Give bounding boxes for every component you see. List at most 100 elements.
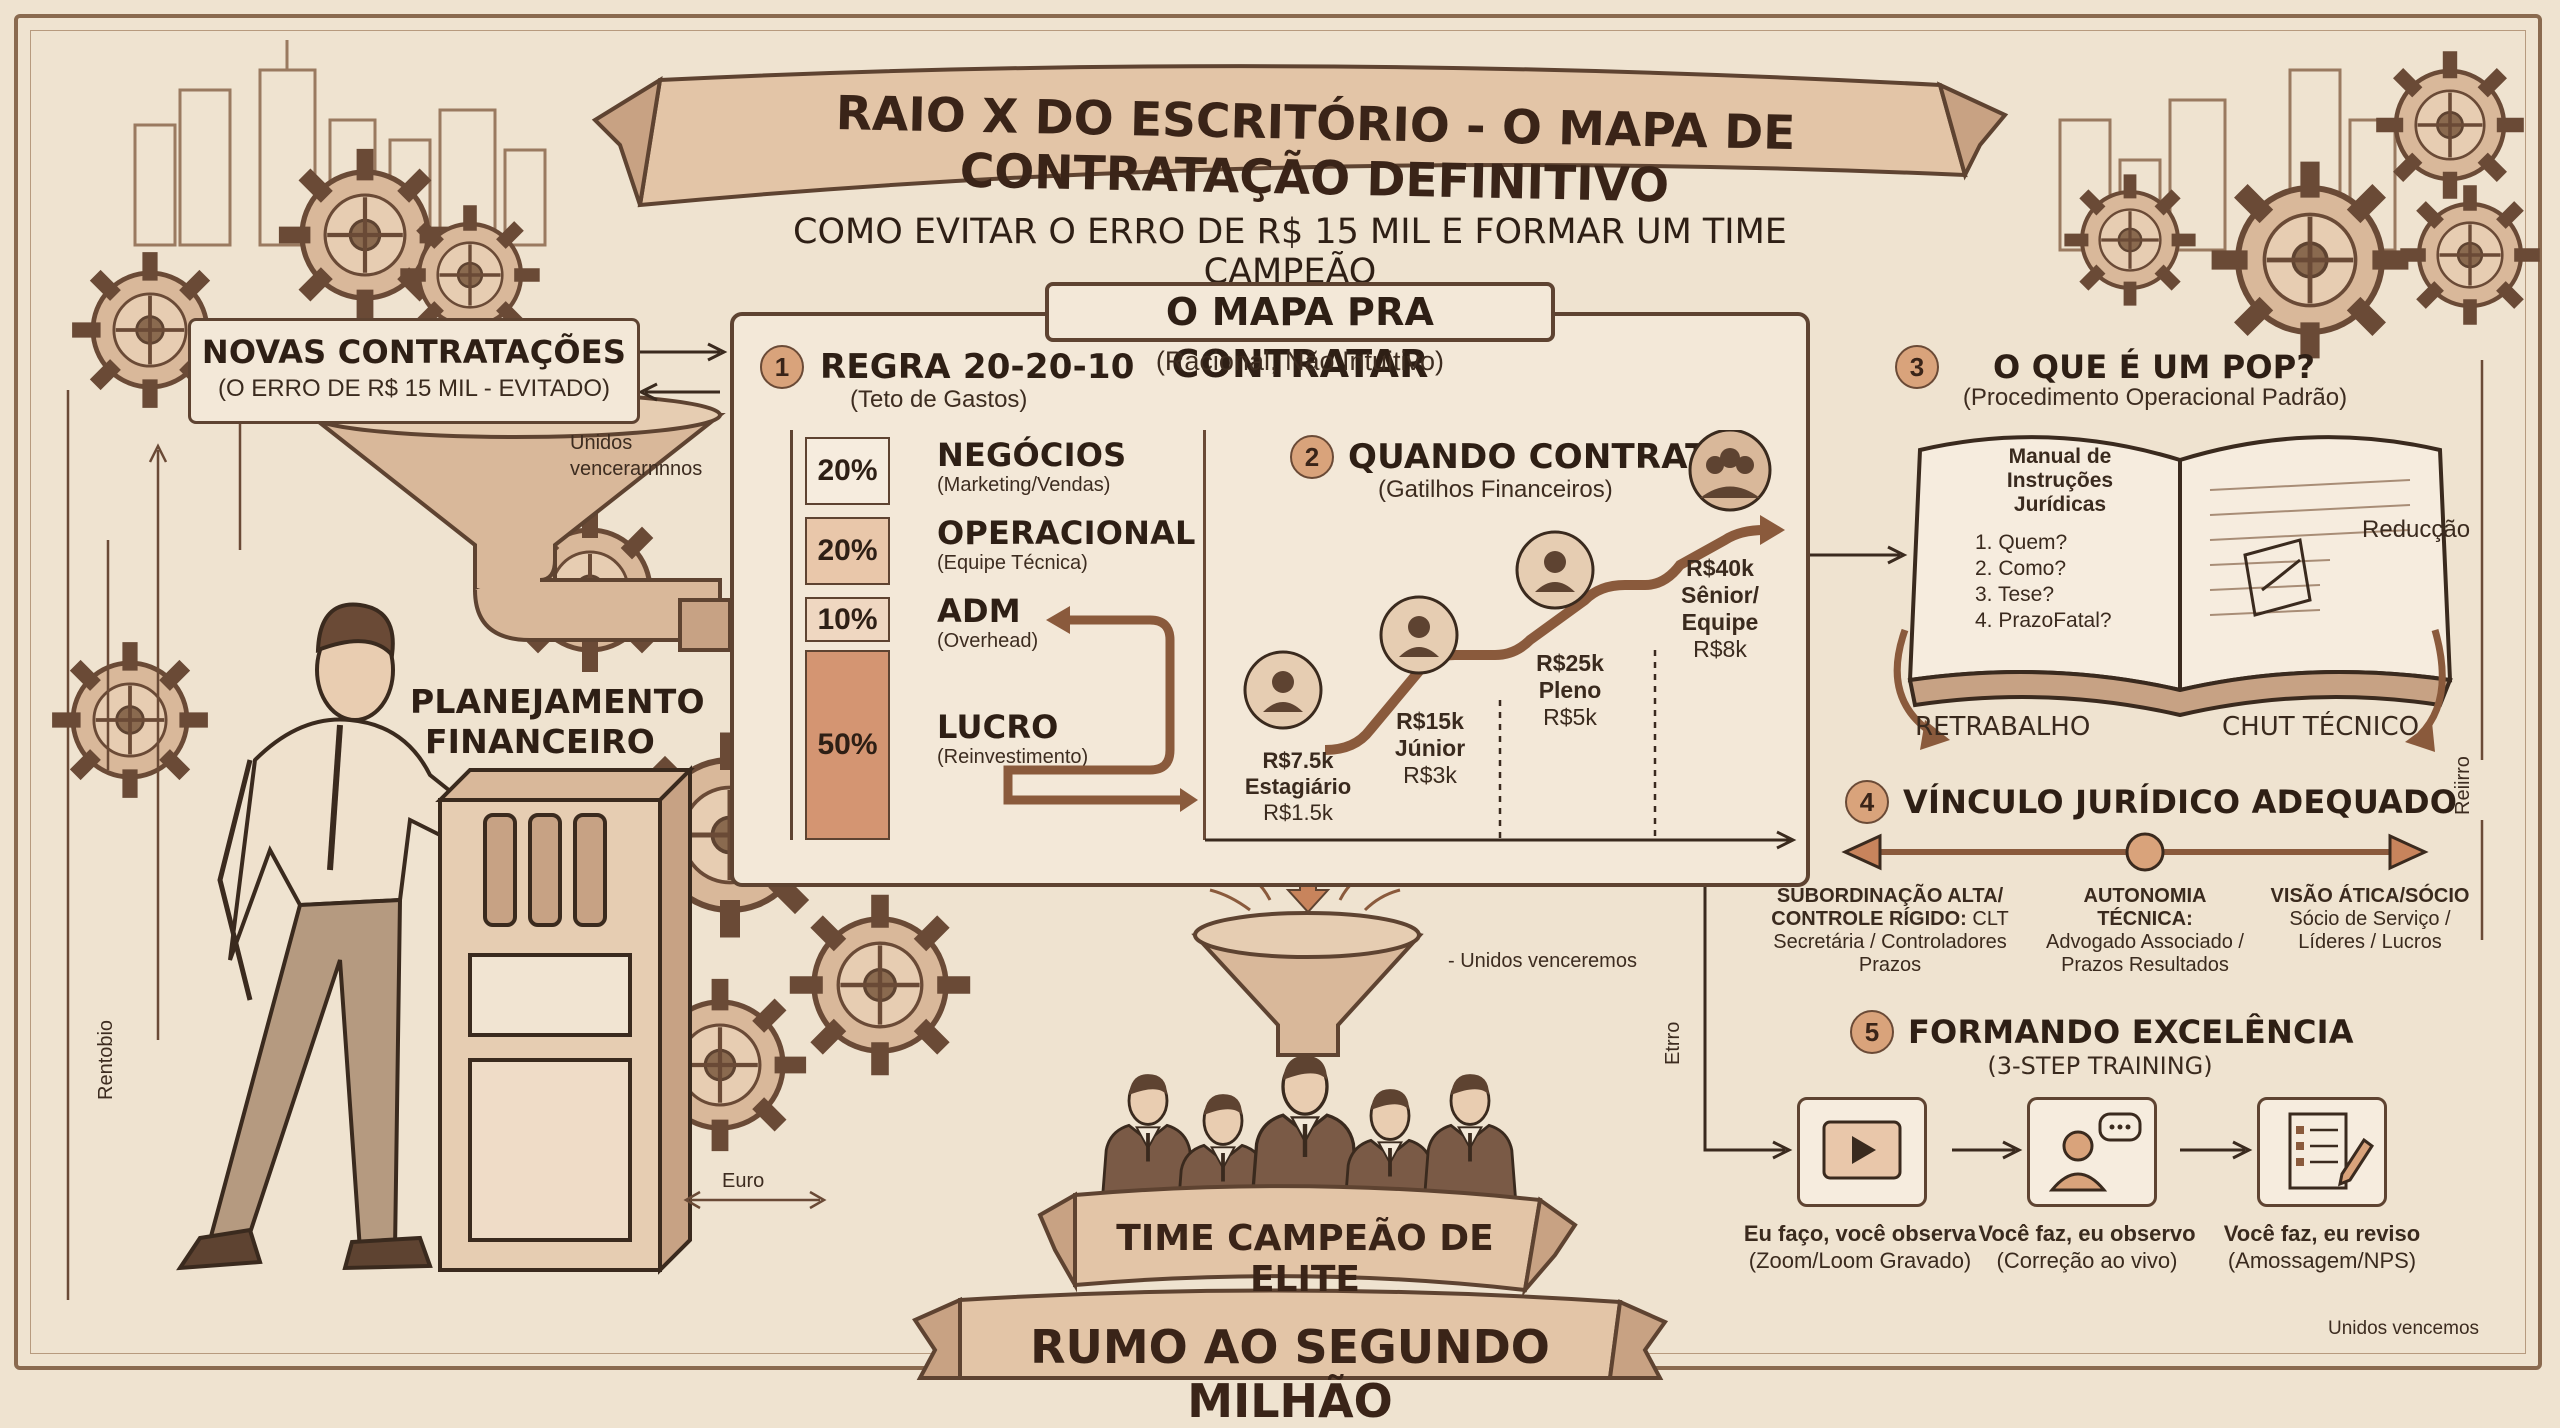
regra-item-negocios: NEGÓCIOS (Marketing/Vendas) [937,436,1126,497]
pleno-cost: R$5k [1543,704,1597,730]
estagiario-role: Estagiário [1244,774,1352,799]
novas-title: NOVAS CONTRATAÇÕES [201,333,627,371]
excelencia-header: 5 FORMANDO EXCELÊNCIA [1850,1010,2354,1054]
step-number-3: 3 [1895,345,1939,389]
negocios-label: NEGÓCIOS [937,436,1127,474]
planejamento-label: PLANEJAMENTO FINANCEIRO [410,682,705,762]
vinculo-socio-head: VISÃO ÁTICA/SÓCIO [2270,885,2470,907]
adm-desc: (Overhead) [937,630,1039,652]
euro-label: Euro [722,1170,765,1192]
coach-speech-icon [2048,1112,2142,1192]
manual-item-prazo: 4. PrazoFatal? [1975,609,2112,632]
vinculo-clt-desc: Secretária / Controladores Prazos [1773,931,2007,976]
mapa-subtitle: (Racional, Não Intuitivo) [1155,346,1445,376]
step-number-5: 5 [1850,1010,1894,1054]
estagiario-cost: R$1.5k [1263,800,1333,825]
step-number-4: 4 [1845,780,1889,824]
step-estagiario: R$7.5k Estagiário R$1.5k [1233,748,1363,826]
step-number-1: 1 [760,345,804,389]
manual-list: 1. Quem? 2. Como? 3. Tese? 4. PrazoFatal… [1975,530,2112,634]
training-step-3-desc: (Amossagem/NPS) [2227,1248,2417,1273]
vinculo-associado-head: AUTONOMIA TÉCNICA: [2083,885,2207,930]
sketch-illustrations [0,40,2560,1380]
quando-divider [1203,430,1206,840]
senior-role: Sênior/ Equipe [1681,582,1759,635]
pct-lucro: 50% [805,650,890,840]
novas-contratacoes-box: NOVAS CONTRATAÇÕES (O ERRO DE R$ 15 MIL … [188,318,640,424]
adm-label: ADM [937,592,1021,630]
manual-item-tese: 3. Tese? [1975,583,2055,606]
mapa-card [730,312,1810,887]
mapa-title-box: O MAPA PRA CONTRATAR [1045,282,1555,386]
estagiario-revenue: R$7.5k [1262,748,1334,773]
vinculo-col-socio: VISÃO ÁTICA/SÓCIO Sócio de Serviço / Líd… [2265,885,2475,954]
junior-revenue: R$15k [1396,708,1464,734]
pleno-role: Pleno [1538,677,1602,703]
regra-item-operacional: OPERACIONAL (Equipe Técnica) [937,514,1196,575]
junior-role: Júnior [1394,735,1466,761]
lucro-desc: (Reinvestimento) [937,746,1089,768]
time-campeao-banner: TIME CAMPEÃO DE ELITE [1116,1218,1494,1300]
hiring-staircase-chart [1205,430,1797,850]
junior-cost: R$3k [1403,762,1457,788]
vinculo-clt-tail: CLT [1972,908,2009,930]
etrro-label: Etrro [1662,1021,1684,1065]
vinculo-header: 4 VÍNCULO JURÍDICO ADEQUADO [1845,780,2457,824]
planejamento-line-1: PLANEJAMENTO [410,682,705,721]
regra-title: REGRA 20-20-10 [820,347,1135,387]
training-step-1-title: Eu faço, você observa [1743,1221,1977,1246]
operacional-label: OPERACIONAL [937,514,1196,552]
vinculo-clt-head: SUBORDINAÇÃO ALTA/ CONTROLE RÍGIDO: [1771,885,2004,930]
training-step-1: Eu faço, você observa (Zoom/Loom Gravado… [1735,1220,1985,1274]
training-step-2: Você faz, eu observo (Correção ao vivo) [1967,1220,2207,1274]
pleno-revenue: R$25k [1536,650,1604,676]
rumo-banner: RUMO AO SEGUNDO MILHÃO [1030,1320,1550,1428]
regra-item-adm: ADM (Overhead) [937,592,1038,653]
senior-revenue: R$40k [1686,555,1754,581]
page-subtitle: COMO EVITAR O ERRO DE R$ 15 MIL E FORMAR… [793,212,1787,292]
pct-negocios: 20% [805,437,890,505]
vinculo-col-clt: SUBORDINAÇÃO ALTA/ CONTROLE RÍGIDO: CLT … [1745,885,2035,977]
manual-item-quem: 1. Quem? [1975,531,2068,554]
excelencia-subtitle: (3-STEP TRAINING) [1987,1052,2213,1080]
unidos-label: Unidos vencerarnnnos [570,432,703,480]
training-step-3-title: Você faz, eu reviso [2223,1221,2421,1246]
unidos-venceremos-label: - Unidos venceremos [1448,950,1637,972]
chute-label: CHUT TÉCNICO [2222,712,2420,742]
footer-unidos-label: Unidos vencemos [2328,1318,2480,1339]
training-checklist-box [2257,1097,2387,1207]
training-video-box [1797,1097,1927,1207]
checklist-pen-icon [2288,1112,2375,1190]
step-number-2: 2 [1290,435,1334,479]
negocios-desc: (Marketing/Vendas) [937,474,1111,496]
reinvest-arrow-icon [1003,606,1198,812]
mapa-title: O MAPA PRA CONTRATAR [1165,290,1435,386]
vinculo-socio-desc: Sócio de Serviço / Líderes / Lucros [2289,908,2451,953]
step-pleno: R$25k Pleno R$5k [1510,650,1630,731]
pct-adm: 10% [805,597,890,642]
pop-title: O QUE É UM POP? [1993,348,2316,386]
training-coach-box [2027,1097,2157,1207]
regra-header: 1 REGRA 20-20-10 [760,345,1135,389]
step-junior: R$15k Júnior R$3k [1370,708,1490,789]
manual-title: Manual de Instruções Jurídicas [2006,445,2114,516]
vinculo-title: VÍNCULO JURÍDICO ADEQUADO [1903,783,2458,821]
regra-axis [790,430,793,840]
retrabalho-label: RETRABALHO [1915,712,2091,742]
regra-subtitle: (Teto de Gastos) [850,386,1028,413]
training-step-2-title: Você faz, eu observo [1978,1221,2196,1246]
vinculo-associado-desc: Advogado Associado / Prazos Resultados [2046,931,2244,976]
operacional-desc: (Equipe Técnica) [937,552,1088,574]
planejamento-line-2: FINANCEIRO [424,722,656,761]
quando-subtitle: (Gatilhos Financeiros) [1378,476,1613,503]
senior-cost: R$8k [1693,636,1747,662]
manual-item-como: 2. Como? [1975,557,2067,580]
lucro-label: LUCRO [937,708,1059,746]
regra-item-lucro: LUCRO (Reinvestimento) [937,708,1088,769]
pop-subtitle: (Procedimento Operacional Padrão) [1962,384,2348,411]
rentobio-label: Rentobio [95,1019,117,1100]
novas-subtitle: (O ERRO DE R$ 15 MIL - EVITADO) [217,375,611,402]
training-step-3: Você faz, eu reviso (Amossagem/NPS) [2207,1220,2437,1274]
step-senior: R$40k Sênior/ Equipe R$8k [1660,555,1780,663]
video-play-icon [1822,1120,1902,1180]
